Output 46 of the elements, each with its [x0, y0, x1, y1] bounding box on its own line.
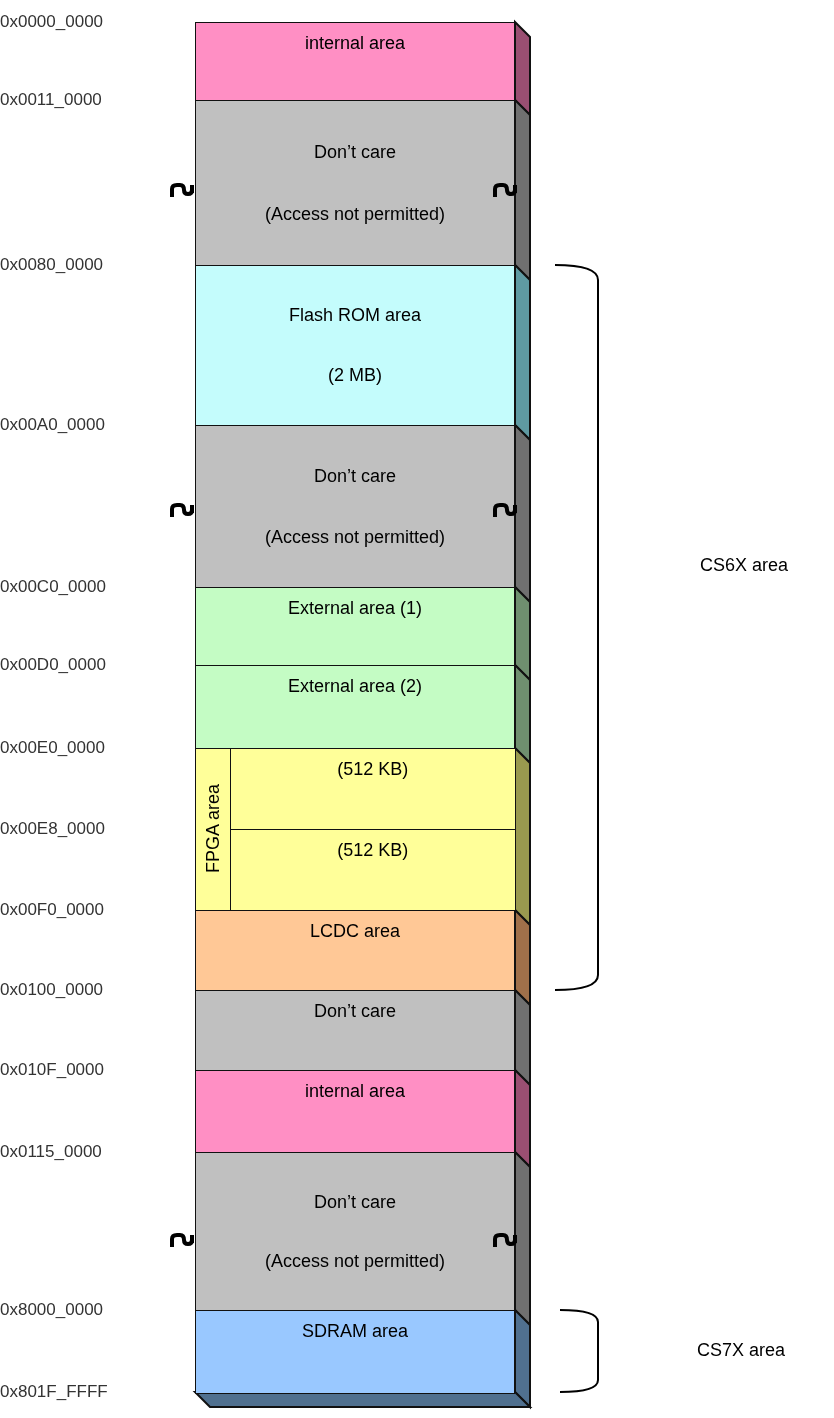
memory-region-box: [195, 1070, 515, 1154]
memory-region-box: [195, 910, 515, 992]
address-label: 0x801F_FFFF: [0, 1382, 108, 1402]
memory-region-box: [195, 1152, 515, 1312]
region-label: internal area: [304, 1081, 406, 1102]
address-label: 0x00F0_0000: [0, 900, 104, 920]
address-label: 0x010F_0000: [0, 1060, 104, 1080]
region-label: (Access not permitted): [264, 526, 446, 548]
chip-select-label: CS7X area: [697, 1339, 786, 1361]
chip-select-label: CS6X area: [700, 554, 789, 576]
region-label: Don’t care: [313, 465, 396, 487]
region-label: External area (1): [287, 598, 423, 619]
address-label: 0x00E8_0000: [0, 819, 105, 839]
region-label: (Access not permitted): [264, 1251, 446, 1272]
memory-region-box: [195, 265, 515, 427]
address-label: 0x00D0_0000: [0, 655, 106, 675]
region-label: internal area: [304, 33, 406, 54]
address-label: 0x8000_0000: [0, 1300, 104, 1320]
region-label: Don’t care: [313, 1001, 396, 1022]
address-label: 0x0115_0000: [0, 1142, 102, 1162]
address-label: 0x00E0_0000: [0, 738, 105, 758]
region-label: FPGA area: [201, 782, 224, 875]
memory-region-box: [195, 990, 515, 1072]
region-label: (512 KB): [337, 758, 409, 780]
region-label: Flash ROM area: [288, 305, 421, 327]
memory-region-box: [195, 22, 515, 102]
memory-region-group: [195, 748, 515, 912]
memory-region-box: [195, 665, 515, 750]
region-label: (2 MB): [328, 365, 382, 387]
address-label: 0x00A0_0000: [0, 415, 105, 435]
memory-region-box: [195, 587, 515, 667]
address-label: 0x0100_0000: [0, 980, 104, 1000]
address-label: 0x0080_0000: [0, 255, 104, 275]
memory-region-box: [195, 425, 515, 589]
region-label: Don’t care: [313, 141, 396, 163]
address-label: 0x0011_0000: [0, 90, 102, 110]
region-label: SDRAM area: [302, 1321, 408, 1342]
address-label: 0x0000_0000: [0, 12, 104, 32]
address-label: 0x00C0_0000: [0, 577, 106, 597]
memory-region-box: [195, 100, 515, 267]
region-label: Don’t care: [313, 1191, 396, 1213]
region-label: External area (2): [287, 676, 423, 697]
memory-region-box: [195, 1310, 515, 1394]
region-label: (512 KB): [337, 839, 409, 861]
region-label: (Access not permitted): [264, 203, 446, 225]
region-label: LCDC area: [309, 921, 400, 942]
